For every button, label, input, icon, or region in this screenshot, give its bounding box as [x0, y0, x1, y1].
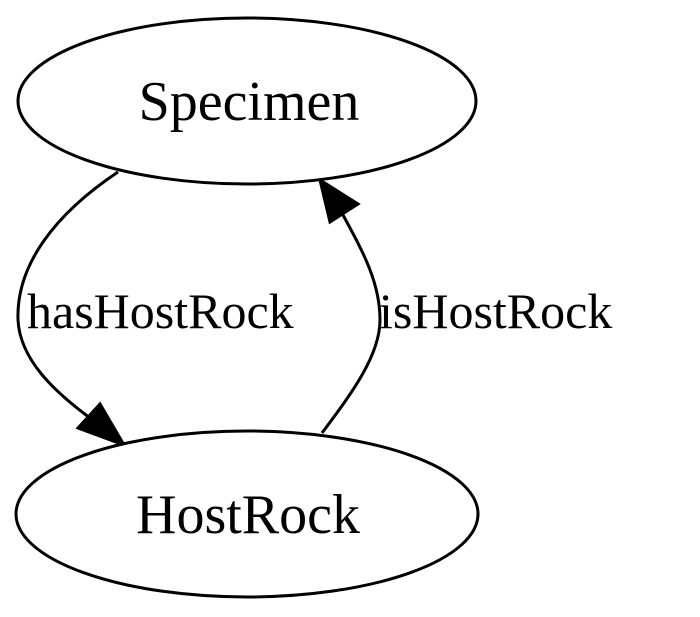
- node-hostrock-label: HostRock: [136, 484, 360, 546]
- edge-isHostRock-line: [320, 214, 382, 434]
- node-hostrock-ellipse: [14, 429, 480, 599]
- node-specimen[interactable]: Specimen: [16, 16, 478, 186]
- node-specimen-ellipse: [16, 16, 478, 186]
- edge-isHostRock-arrowhead: [317, 176, 361, 225]
- edge-hasHostRock: hasHostRock: [16, 170, 294, 448]
- edge-hasHostRock-line: [16, 170, 119, 420]
- node-hostrock[interactable]: HostRock: [14, 429, 480, 599]
- edge-hasHostRock-arrowhead: [75, 401, 128, 448]
- edge-hasHostRock-label: hasHostRock: [27, 283, 294, 339]
- edge-isHostRock-label: isHostRock: [379, 283, 612, 339]
- node-specimen-label: Specimen: [139, 71, 360, 133]
- edge-isHostRock: isHostRock: [317, 176, 612, 434]
